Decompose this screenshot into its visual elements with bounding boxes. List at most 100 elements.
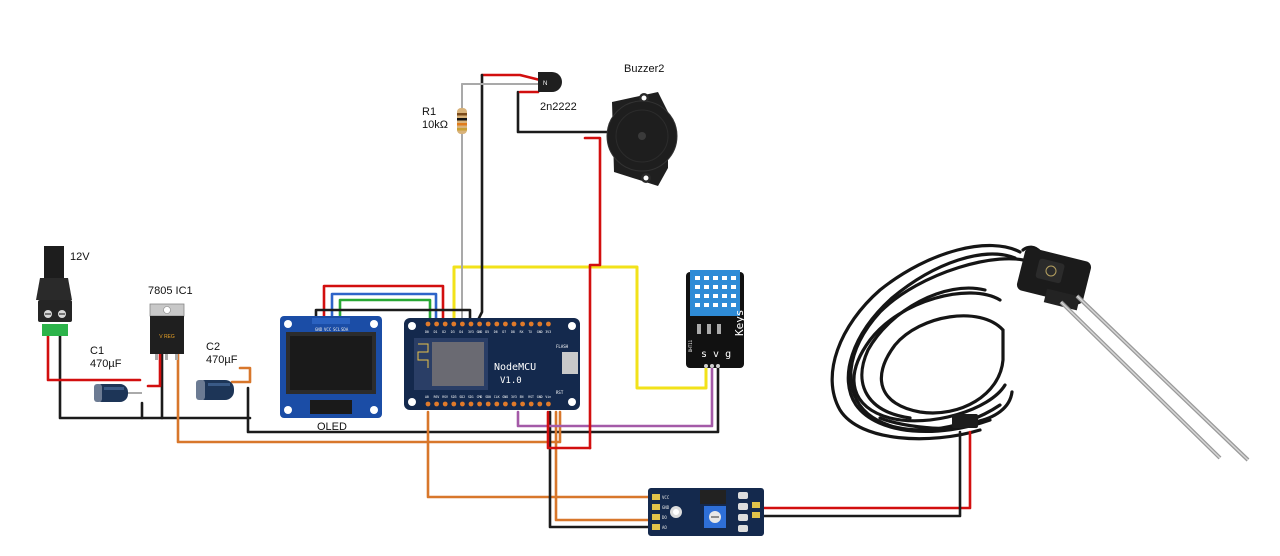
nodemcu-top-pin-label: D2	[442, 330, 446, 334]
nodemcu-top-pin	[520, 321, 525, 327]
dht-grille-slot	[731, 294, 736, 298]
nodemcu-top-pin-label: D4	[459, 330, 463, 334]
nodemcu-top-pin	[485, 321, 491, 327]
nodemcu-top-pin	[468, 321, 474, 327]
probe-cable-connector	[952, 414, 978, 428]
nodemcu-top-pin	[528, 321, 534, 327]
dht-grille-slot	[713, 276, 718, 280]
nodemcu-bottom-pin-label: SD0	[485, 395, 491, 399]
nodemcu-rst-label: RST	[556, 390, 564, 395]
nodemcu-bottom-pin	[503, 401, 508, 407]
nodemcu-bottom-pin-label: EN	[520, 395, 524, 399]
nodemcu-bottom-pin-label: SD2	[459, 395, 465, 399]
nodemcu-title: NodeMCU	[494, 362, 536, 373]
nodemcu-bottom-pin	[442, 401, 448, 407]
nodemcu-top-pin-label: TX	[528, 330, 532, 334]
dht-brand: Keys	[733, 310, 746, 337]
dht-grille-slot	[731, 303, 736, 307]
oled-pin-scl: SCL	[333, 327, 341, 332]
nodemcu-top-pin	[460, 321, 465, 327]
svg-text:N: N	[543, 81, 547, 87]
nodemcu-top-pin-label: D8	[511, 330, 515, 334]
soil-moisture-module: VCC GND DO AO	[648, 488, 764, 536]
nodemcu-bottom-pin	[528, 401, 534, 407]
oled-pin-sda: SDA	[341, 327, 349, 332]
nodemcu-top-pin-label: 3V3	[545, 330, 551, 334]
dht-grille-slot	[695, 303, 700, 307]
dht-grille-slot	[704, 276, 709, 280]
nodemcu-bottom-pin	[451, 401, 457, 407]
nodemcu-bottom-pin-label: RST	[528, 395, 534, 399]
nodemcu-top-pin-label: 3V3	[468, 330, 474, 334]
dht-pin-labels: s v g	[701, 349, 731, 360]
resistor-r1: R1 10kΩ	[422, 106, 467, 134]
nodemcu-top-pin	[494, 321, 500, 327]
nodemcu-bottom-pin-label: CLK	[494, 395, 500, 399]
probe-cable-coil	[830, 244, 1042, 441]
dht-grille-slot	[695, 276, 700, 280]
dht-grille-slot	[704, 285, 709, 289]
nodemcu-bottom-pin-label: A0	[425, 395, 429, 399]
dht-grille-slot	[704, 294, 709, 298]
c2-value: 470µF	[206, 354, 238, 366]
nodemcu-flash-label: FLASH	[556, 344, 569, 349]
nodemcu-top-pin-label: GND	[477, 330, 483, 334]
nodemcu-top-pin	[425, 321, 431, 327]
nodemcu-bottom-pin-label: SD3	[451, 395, 457, 399]
nodemcu-bottom-pin-label: SD1	[468, 395, 474, 399]
c1-value: 470µF	[90, 358, 122, 370]
nodemcu-bottom-pin-label: CMD	[477, 395, 483, 399]
soil-pin-ao: AO	[662, 525, 667, 530]
dht-grille-slot	[722, 285, 727, 289]
nodemcu-bottom-pin	[520, 401, 525, 407]
barrel-jack: 12V	[36, 246, 90, 336]
c1-name: C1	[90, 345, 104, 357]
soil-pin-vcc: VCC	[662, 495, 670, 500]
nodemcu-top-pin-label: D0	[425, 330, 429, 334]
probe-prongs	[1059, 294, 1250, 462]
capacitor-c2: C2 470µF	[196, 341, 238, 400]
nodemcu-top-pin	[537, 321, 543, 327]
capacitor-c1: C1 470µF	[90, 345, 142, 402]
nodemcu-top-pin	[451, 321, 457, 327]
oled-label: OLED	[317, 421, 347, 433]
oled-display: GND VCC SCL SDA OLED	[280, 316, 382, 433]
soil-pin-do: DO	[662, 515, 667, 520]
nodemcu-bottom-pin	[494, 401, 500, 407]
dht-grille-slot	[731, 285, 736, 289]
nodemcu-bottom-pin	[468, 401, 474, 407]
nodemcu-version: V1.0	[500, 376, 522, 386]
oled-pin-vcc: VCC	[324, 327, 332, 332]
nodemcu-bottom-pin	[434, 401, 439, 407]
nodemcu-bottom-pin	[485, 401, 491, 407]
soil-pin-gnd: GND	[662, 505, 670, 510]
nodemcu-top-pin-label: D7	[502, 330, 506, 334]
dht-grille-slot	[713, 285, 718, 289]
dht-tag: DHT11	[688, 339, 693, 352]
nodemcu-top-pin-label: D1	[434, 330, 438, 334]
transistor-label: 2n2222	[540, 101, 577, 113]
c2-name: C2	[206, 341, 220, 353]
nodemcu-bottom-pin	[460, 401, 465, 407]
nodemcu-top-pin-label: GND	[537, 330, 543, 334]
nodemcu-bottom-pin-label: 3V3	[511, 395, 517, 399]
dht-grille-slot	[731, 276, 736, 280]
dht-grille-slot	[695, 285, 700, 289]
nodemcu-top-pin	[442, 321, 448, 327]
nodemcu-bottom-pin	[537, 401, 543, 407]
probe-head	[1016, 247, 1092, 311]
buzzer: Buzzer2	[606, 63, 678, 186]
nodemcu-top-pin	[511, 321, 517, 327]
dht-grille-slot	[722, 276, 727, 280]
soil-moisture-probe	[810, 236, 1250, 464]
buzzer-label: Buzzer2	[624, 63, 664, 75]
regulator-body-text: V REG	[159, 334, 175, 340]
dht-grille-slot	[722, 303, 727, 307]
nodemcu-top-pin-label: D6	[494, 330, 498, 334]
nodemcu-bottom-pin-label: Vin	[545, 395, 551, 399]
nodemcu-top-pin	[434, 321, 439, 327]
transistor-2n2222: N 2n2222	[538, 72, 577, 113]
